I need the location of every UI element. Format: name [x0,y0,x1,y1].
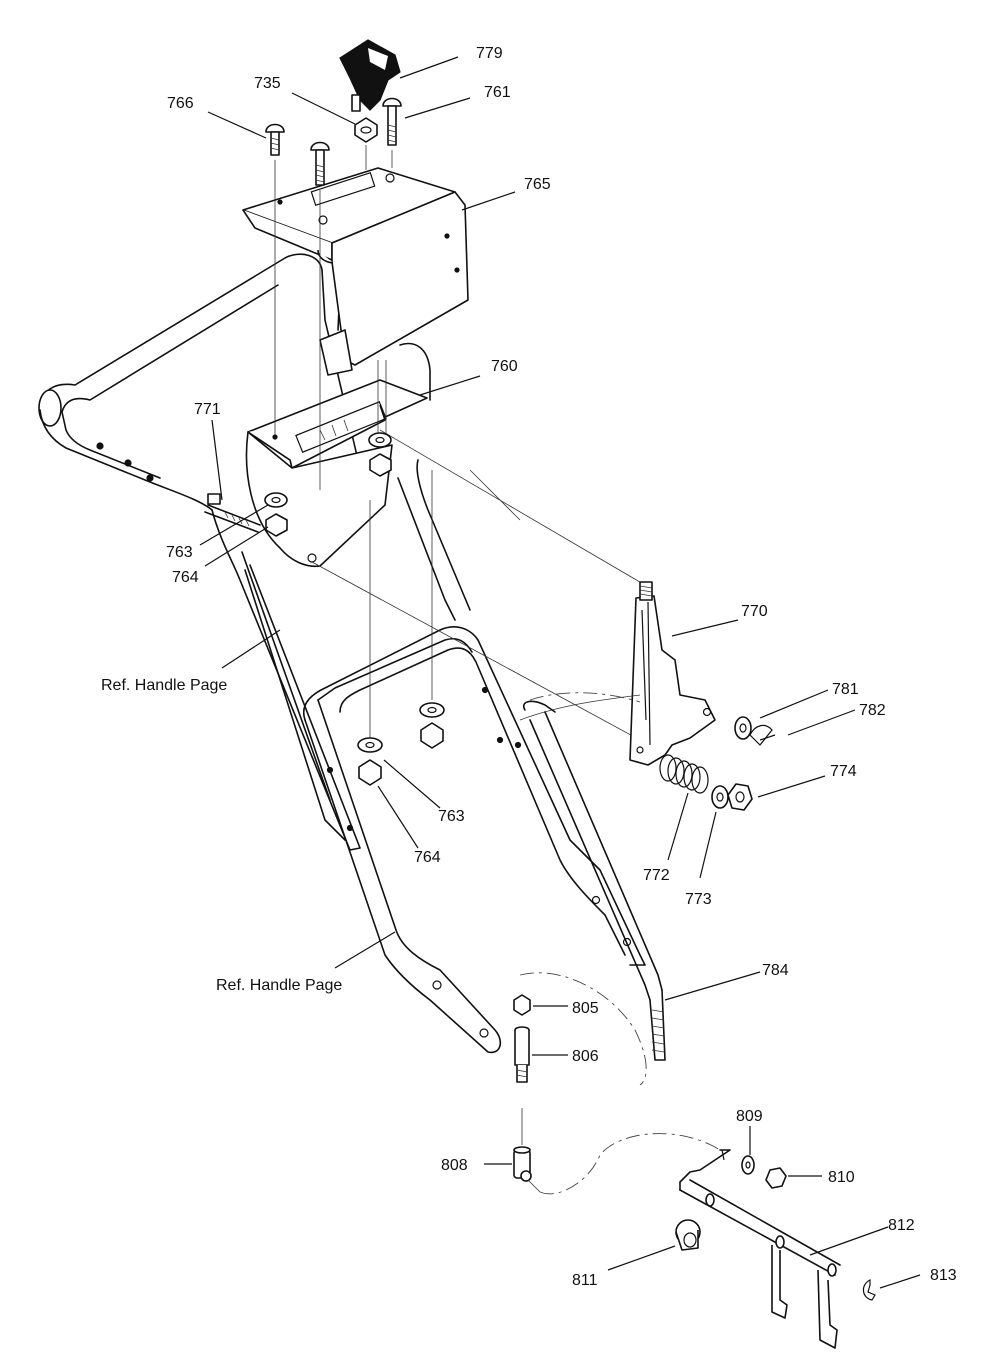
spring-772 [659,754,709,794]
rod-771 [204,493,261,533]
label-765: 765 [524,176,551,193]
washer-809 [741,1155,755,1175]
ferrule-806 [514,1026,530,1083]
washer-773 [711,785,729,809]
label-735: 735 [254,75,281,92]
label-812: 812 [888,1217,915,1234]
shift-bracket-760 [245,379,428,568]
label-766: 766 [167,95,194,112]
label-781: 781 [832,681,859,698]
part-labels: 766 735 779 761 765 760 771 763 764 770 … [101,45,957,1289]
shift-lever-770 [519,581,716,766]
assembly-lines [274,145,646,741]
handle-frame [38,253,646,1054]
washer-781 [734,716,752,740]
console-cover-765 [242,167,469,376]
washer-763-upper [264,432,392,508]
shift-knob-779 [339,39,401,112]
label-771: 771 [194,401,221,418]
nut-764-upper [265,453,392,537]
label-774: 774 [830,763,857,780]
label-760: 760 [491,358,518,375]
label-810: 810 [828,1169,855,1186]
cotter-pin-782 [749,724,776,746]
linkage-path-upper [519,972,647,1086]
leader-lines [199,56,921,1289]
label-808: 808 [441,1157,468,1174]
label-805: 805 [572,1000,599,1017]
carriage-bolt-mid [310,141,330,186]
nut-810 [765,1167,787,1189]
bushing-811 [675,1219,701,1251]
carriage-bolt-766 [265,123,285,156]
ref-handle-page-upper: Ref. Handle Page [101,677,227,694]
label-779: 779 [476,45,503,62]
label-782: 782 [859,702,886,719]
label-773: 773 [685,891,712,908]
label-809: 809 [736,1108,763,1125]
ref-handle-page-lower: Ref. Handle Page [216,977,342,994]
label-764-upper: 764 [172,569,199,586]
linkage-path [539,1133,721,1195]
label-813: 813 [930,1267,957,1284]
carriage-bolt-761 [382,97,402,146]
nut-764-lower [358,722,444,786]
label-764-lower: 764 [414,849,441,866]
label-806: 806 [572,1048,599,1065]
label-763-lower: 763 [438,808,465,825]
jam-nut-805 [513,994,531,1016]
label-761: 761 [484,84,511,101]
label-772: 772 [643,867,670,884]
nut-735 [354,117,378,143]
label-770: 770 [741,603,768,620]
label-784: 784 [762,962,789,979]
label-811: 811 [572,1272,598,1289]
swivel-808 [513,1146,541,1193]
e-clip-813 [862,1279,876,1301]
lock-nut-774 [727,783,753,811]
washer-763-lower [357,702,445,753]
shift-rod-784 [523,700,666,1061]
label-763-upper: 763 [166,544,193,561]
shift-arm-812 [679,1149,841,1349]
